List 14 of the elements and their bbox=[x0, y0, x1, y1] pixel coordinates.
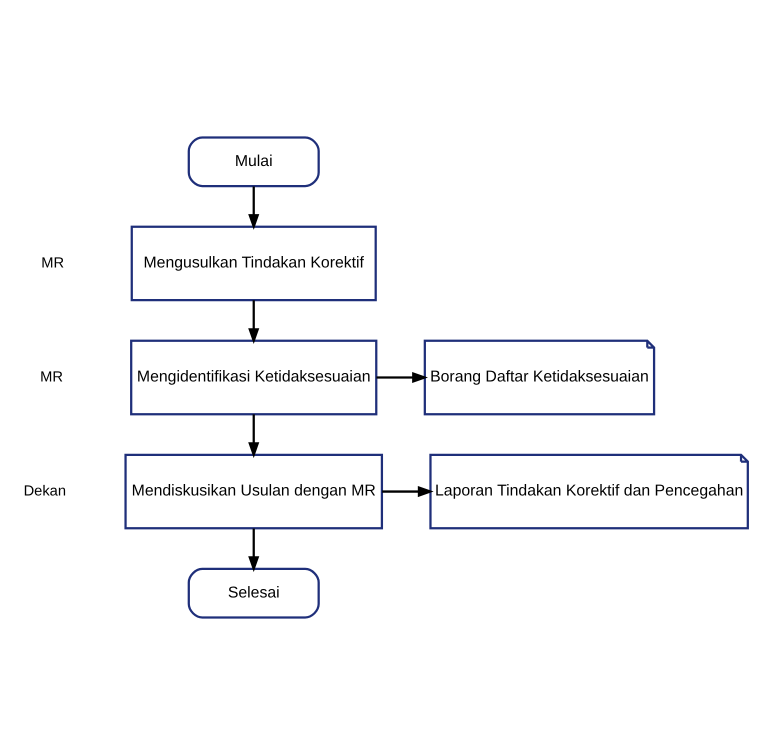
arrow bbox=[248, 414, 260, 458]
node-box: Mengusulkan Tindakan Korektif bbox=[130, 226, 377, 302]
node-box: Mendiskusikan Usulan dengan MR bbox=[124, 454, 384, 530]
node-box: Selesai bbox=[188, 568, 320, 619]
label: Dekan bbox=[24, 483, 66, 500]
label: MR bbox=[40, 369, 63, 386]
label: MR bbox=[41, 255, 64, 272]
arrow bbox=[248, 186, 260, 230]
arrow bbox=[248, 300, 260, 344]
node-box: Mulai bbox=[188, 136, 320, 188]
arrow bbox=[382, 486, 434, 498]
node-box: Mengidentifikasi Ketidaksesuaian bbox=[130, 340, 378, 416]
arrow bbox=[248, 528, 260, 572]
arrow bbox=[376, 372, 428, 384]
